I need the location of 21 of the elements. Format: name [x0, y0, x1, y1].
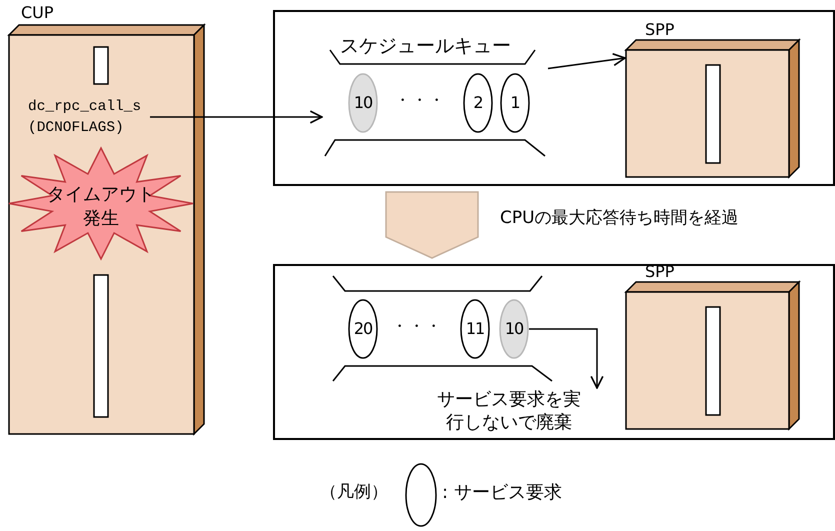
arrow — [548, 52, 626, 70]
request-number: 10 — [352, 93, 374, 112]
process-label: SPP — [645, 20, 674, 39]
ellipsis-dots: ・・・ — [395, 91, 446, 110]
queue-title: スケジュールキュー — [340, 34, 511, 59]
function-call-text: dc_rpc_call_s (DCNOFLAGS) — [28, 97, 150, 141]
arrow — [150, 110, 323, 124]
ellipsis-dots: ・・・ — [392, 317, 443, 336]
discard-note: サービス要求を実行しないで廃棄 — [418, 388, 600, 436]
request-number: 20 — [352, 319, 374, 338]
timeout-text: タイムアウト発生 — [46, 183, 156, 231]
process-label: CUP — [21, 3, 54, 22]
legend-heading: （凡例） — [320, 481, 388, 503]
arrow — [529, 328, 604, 389]
legend-text: : サービス要求 — [442, 481, 562, 504]
edge-label: CPUの最大応答待ち時間を経過 — [500, 207, 739, 229]
request-number: 1 — [509, 93, 521, 112]
request-number: 2 — [472, 93, 484, 112]
request-number: 11 — [464, 319, 486, 338]
request-number: 10 — [504, 319, 524, 338]
block-arrow — [385, 191, 479, 259]
